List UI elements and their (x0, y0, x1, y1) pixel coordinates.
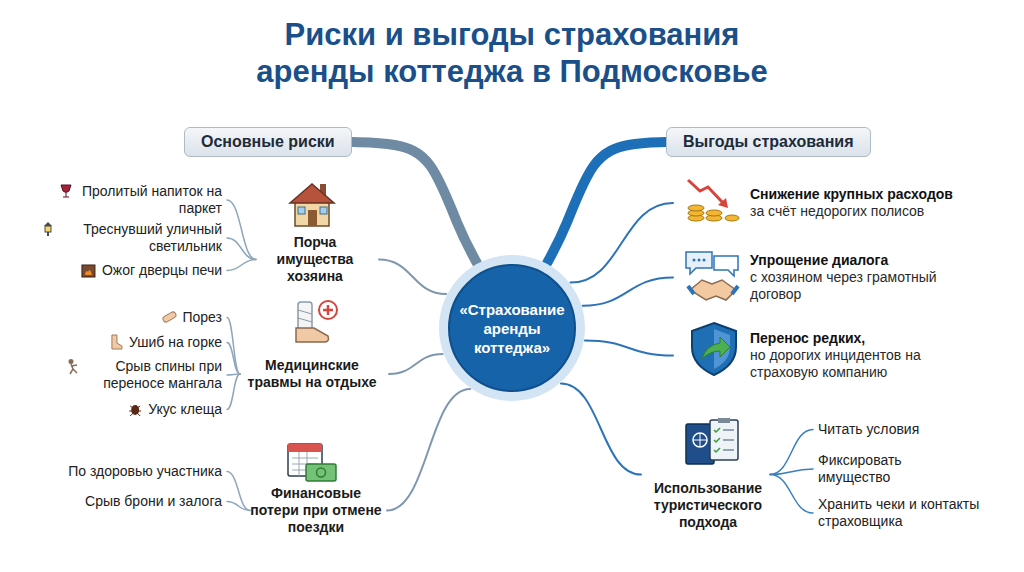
branch-header: Основные риски (184, 127, 352, 157)
node-body: с хозяином через грамотный договор (750, 269, 940, 303)
node-label: Срыв спины при переносе мангала (86, 358, 222, 392)
risk-item: Треснувший уличный светильник (62, 221, 222, 255)
node-label: Читать условия (818, 421, 919, 438)
connector (570, 203, 673, 283)
connector (227, 200, 256, 260)
injury-icon (296, 301, 337, 342)
node-label: Ожог дверцы печи (102, 262, 222, 279)
node-label: Перенос редких, (750, 330, 944, 347)
dialog-icon (686, 252, 738, 300)
node-label: «Страхование аренды коттеджа» (454, 300, 570, 357)
node-label: Пролитый напиток на паркет (80, 183, 222, 217)
node-body: но дорогих инцидентов на страховую компа… (750, 347, 944, 381)
connector (379, 260, 446, 295)
connector (227, 374, 240, 410)
travel-icon (686, 418, 738, 464)
risk-item: Укус клеща (148, 401, 222, 418)
node-label: Ушиб на горке (129, 334, 222, 351)
tip-item: Читать условия (818, 421, 919, 438)
connector (227, 502, 250, 511)
risk-item: По здоровью участника (68, 463, 222, 480)
connector (770, 469, 813, 475)
node-label: Порча имущества хозяина (256, 234, 374, 285)
connector (770, 475, 813, 514)
node-label: Срыв брони и залога (85, 493, 222, 510)
stove-icon (82, 265, 95, 277)
benefit-item: Снижение крупных расходовза счёт недорог… (678, 186, 994, 220)
risk-item: Ушиб на горке (129, 334, 222, 351)
tip-item: Фиксировать имущество (818, 452, 936, 486)
connector (583, 278, 673, 306)
risk-category: Медицинские травмы на отдыхе (240, 357, 384, 391)
node-label: Фиксировать имущество (818, 452, 936, 486)
cost-icon (688, 180, 739, 221)
node-label: Порез (182, 309, 222, 326)
branch-band (352, 142, 477, 263)
tip-item: Хранить чеки и контакты страховщика (818, 496, 1004, 530)
foot-icon (112, 335, 122, 349)
connector (227, 472, 250, 511)
title: Риски и выгоды страхования аренды коттед… (222, 16, 802, 90)
node-label: Снижение крупных расходов (750, 186, 994, 203)
central-circle: «Страхование аренды коттеджа» (438, 254, 586, 402)
benefit-item: Использование туристического подхода (646, 418, 770, 531)
benefit-item: Упрощение диалогас хозяином через грамот… (678, 252, 940, 303)
glass-icon (61, 185, 71, 197)
connector (770, 430, 813, 475)
connector (389, 354, 443, 374)
lamp-icon (44, 222, 52, 236)
node-label: Укус клеща (148, 401, 222, 418)
node-label: Медицинские травмы на отдыхе (240, 357, 384, 391)
node-label: Упрощение диалога (750, 252, 940, 269)
tick-icon (129, 405, 141, 416)
risk-category: Финансовые потери при отмене поездки (250, 485, 382, 536)
node-label: Финансовые потери при отмене поездки (250, 485, 382, 536)
risk-item: Срыв брони и залога (85, 493, 222, 510)
back-icon (69, 359, 78, 374)
node-label: Выгоды страхования (683, 133, 854, 151)
branch-header: Выгоды страхования (666, 127, 871, 157)
risk-item: Срыв спины при переносе мангала (86, 358, 222, 392)
house-icon (290, 184, 334, 226)
risk-item: Пролитый напиток на паркет (80, 183, 222, 217)
connector (227, 318, 240, 375)
node-label: Треснувший уличный светильник (62, 221, 222, 255)
connector (227, 343, 240, 375)
bandage-icon (162, 311, 177, 323)
node-label: По здоровью участника (68, 463, 222, 480)
risk-item: Порез (182, 309, 222, 326)
node-label: Основные риски (201, 133, 335, 151)
connector (585, 340, 673, 355)
connector (227, 238, 256, 260)
connector (227, 260, 256, 271)
connector (387, 389, 470, 510)
risk-item: Ожог дверцы печи (102, 262, 222, 279)
node-label: Хранить чеки и контакты страховщика (818, 496, 1004, 530)
shield-icon (692, 323, 736, 375)
benefit-item: Перенос редких,но дорогих инцидентов на … (678, 330, 944, 381)
node-body: за счёт недорогих полисов (750, 203, 994, 220)
branch-band (547, 142, 666, 263)
finance-icon (288, 444, 336, 481)
node-label: Использование туристического подхода (646, 480, 770, 531)
connector (561, 384, 641, 475)
risk-category: Порча имущества хозяина (256, 234, 374, 285)
